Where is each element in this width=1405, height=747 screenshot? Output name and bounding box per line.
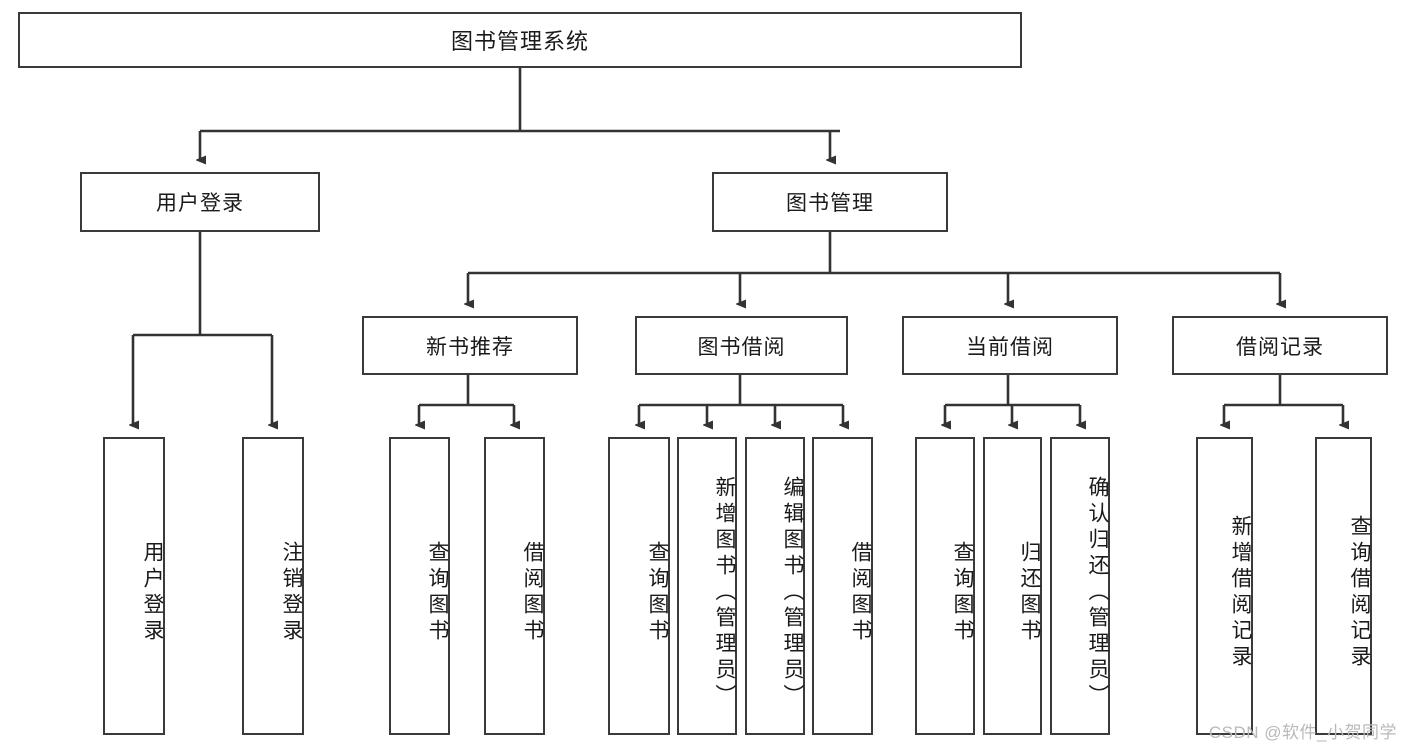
leaf-record-add-record[interactable]: 新增借阅记录 <box>1196 437 1253 735</box>
leaf-label: 新增借阅记录 <box>1229 515 1252 671</box>
leaf-recommend-query-book[interactable]: 查询图书 <box>389 437 450 735</box>
leaf-label: 查询图书 <box>951 541 974 645</box>
leaf-borrow-edit-book-admin[interactable]: 编辑图书（管理员） <box>745 437 805 735</box>
node-user-login[interactable]: 用户登录 <box>80 172 320 232</box>
node-book-borrow[interactable]: 图书借阅 <box>635 316 848 375</box>
leaf-recommend-borrow-book[interactable]: 借阅图书 <box>484 437 545 735</box>
leaf-label: 编辑图书（管理员） <box>781 476 804 710</box>
node-borrow-record[interactable]: 借阅记录 <box>1172 316 1388 375</box>
leaf-borrow-borrow-book[interactable]: 借阅图书 <box>812 437 873 735</box>
csdn-watermark: CSDN @软件_小贺同学 <box>1208 723 1397 742</box>
leaf-borrow-add-book-admin[interactable]: 新增图书（管理员） <box>677 437 737 735</box>
leaf-label: 查询图书 <box>646 541 669 645</box>
leaf-borrow-query-book[interactable]: 查询图书 <box>608 437 670 735</box>
leaf-record-query-record[interactable]: 查询借阅记录 <box>1315 437 1372 735</box>
leaf-label: 归还图书 <box>1018 541 1041 645</box>
leaf-label: 确认归还（管理员） <box>1086 476 1109 710</box>
node-new-book-recommend[interactable]: 新书推荐 <box>362 316 578 375</box>
leaf-label: 借阅图书 <box>849 541 872 645</box>
leaf-current-confirm-return-admin[interactable]: 确认归还（管理员） <box>1050 437 1110 735</box>
leaf-label: 查询图书 <box>426 541 449 645</box>
leaf-label: 新增图书（管理员） <box>713 476 736 710</box>
leaf-user-login-login[interactable]: 用户登录 <box>103 437 165 735</box>
leaf-current-query-book[interactable]: 查询图书 <box>915 437 975 735</box>
node-current-borrow[interactable]: 当前借阅 <box>902 316 1118 375</box>
node-root-system[interactable]: 图书管理系统 <box>18 12 1022 68</box>
leaf-current-return-book[interactable]: 归还图书 <box>983 437 1042 735</box>
leaf-label: 借阅图书 <box>521 541 544 645</box>
leaf-label: 注销登录 <box>280 541 303 645</box>
leaf-user-login-logout[interactable]: 注销登录 <box>242 437 304 735</box>
leaf-label: 用户登录 <box>141 541 164 645</box>
leaf-label: 查询借阅记录 <box>1348 515 1371 671</box>
node-book-management[interactable]: 图书管理 <box>712 172 948 232</box>
